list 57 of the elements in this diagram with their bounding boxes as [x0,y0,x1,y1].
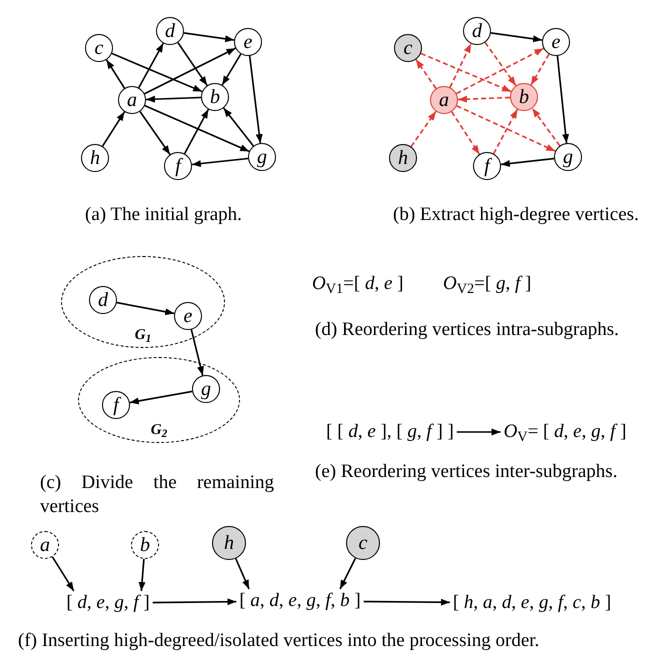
order-formula: O$_{V1}$=[ d, e ] [312,272,404,298]
arrow [456,48,544,94]
figure-caption: (b) Extract high-degree vertices. [393,203,639,227]
arrow [492,108,518,154]
subgraph-label: G$_{1}$ [134,328,152,343]
arrow [106,59,126,89]
arrow [144,104,250,152]
arrow [112,52,202,92]
arrow [556,56,570,144]
arrow [190,329,204,376]
figure-caption: (e) Reordering vertices inter-subgraphs. [315,460,618,484]
arrow [532,108,560,146]
figure-caption: (c) Divide the remaining vertices [40,471,274,519]
arrow [152,598,236,606]
arrow [144,48,236,94]
arrow [138,42,164,88]
order-list: O$_{V}$= [ d, e, g, f ] [504,421,626,443]
arrow [222,54,242,86]
arrow [248,56,263,144]
order-formula: O$_{V2}$=[ g, f ] [443,272,532,298]
arrow [530,54,550,86]
subgraph-ellipse [78,357,240,443]
order-list: [ a, d, e, g, f, b ] [239,590,361,612]
subgraph-ellipse [61,256,225,348]
order-list: [ h, a, d, e, g, f, c, b ] [452,592,612,614]
arrow [500,158,554,167]
figure-caption: (a) The initial graph. [85,203,242,227]
subgraph-label: G$_{2}$ [150,423,168,438]
order-list: [ [ d, e ], [ g, f ] ] [326,421,454,443]
arrow [449,43,472,88]
arrow [415,59,437,89]
arrow [420,52,512,92]
figure-caption: (d) Reordering vertices intra-subgraphs. [315,318,620,342]
arrow [139,111,171,155]
arrow [223,108,254,146]
arrow [235,558,250,590]
arrow [192,158,248,168]
arrow [177,42,208,86]
arrow [364,598,450,606]
arrow [184,32,234,42]
arrow [484,42,517,86]
arrow [458,96,510,103]
figure-caption: (f) Inserting high-degreed/isolated vertices into the processing order. [18,629,540,653]
arrow [456,428,501,436]
arrow [146,96,202,103]
arrow [116,302,174,316]
arrow [456,105,556,152]
arrow [184,108,210,154]
arrow [130,390,192,404]
arrow [339,558,356,590]
order-list: [ d, e, g, f ] [66,592,150,614]
arrow [138,558,146,592]
arrow [410,110,437,148]
arrow [52,556,74,592]
arrow [490,32,542,42]
arrow [450,111,480,155]
arrow [102,111,126,147]
